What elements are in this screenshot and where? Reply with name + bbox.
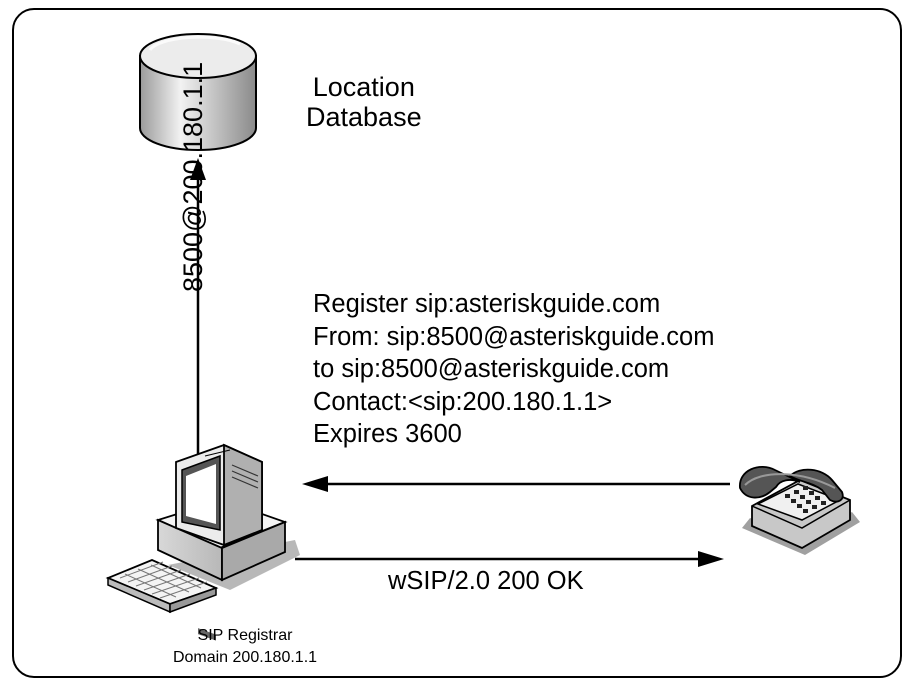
request-line: Contact:<sip:200.180.1.1> [313, 387, 613, 416]
database-cylinder-icon [139, 33, 257, 151]
diagram-frame [12, 8, 902, 678]
request-line: From: sip:8500@asteriskguide.com [313, 322, 715, 351]
response-label: wSIP/2.0 200 OK [388, 567, 584, 595]
request-line: Expires 3600 [313, 420, 462, 448]
register-to-database-arrow [190, 158, 206, 455]
database-label-line1: Location [312, 72, 415, 102]
registrar-label: SIP Registrar Domain 200.180.1.1 [160, 625, 330, 669]
arrow-address-label: 8500@200.180.1.1 [178, 61, 208, 292]
request-line: to sip:8500@asteriskguide.com [313, 355, 670, 383]
telephone-icon [739, 466, 860, 555]
database-label: Location Database [306, 72, 422, 132]
registrar-label-line2: Domain 200.180.1.1 [172, 649, 318, 666]
registrar-label-line1: SIP Registrar [197, 627, 293, 644]
request-arrow [302, 476, 730, 492]
register-request-text: Register sip:asteriskguide.com From: sip… [313, 288, 714, 451]
keyboard-icon [105, 559, 219, 614]
request-line: Register sip:asteriskguide.com [313, 290, 661, 318]
response-arrow [295, 551, 724, 567]
database-label-line2: Database [306, 102, 422, 133]
computer-icon [155, 443, 300, 641]
